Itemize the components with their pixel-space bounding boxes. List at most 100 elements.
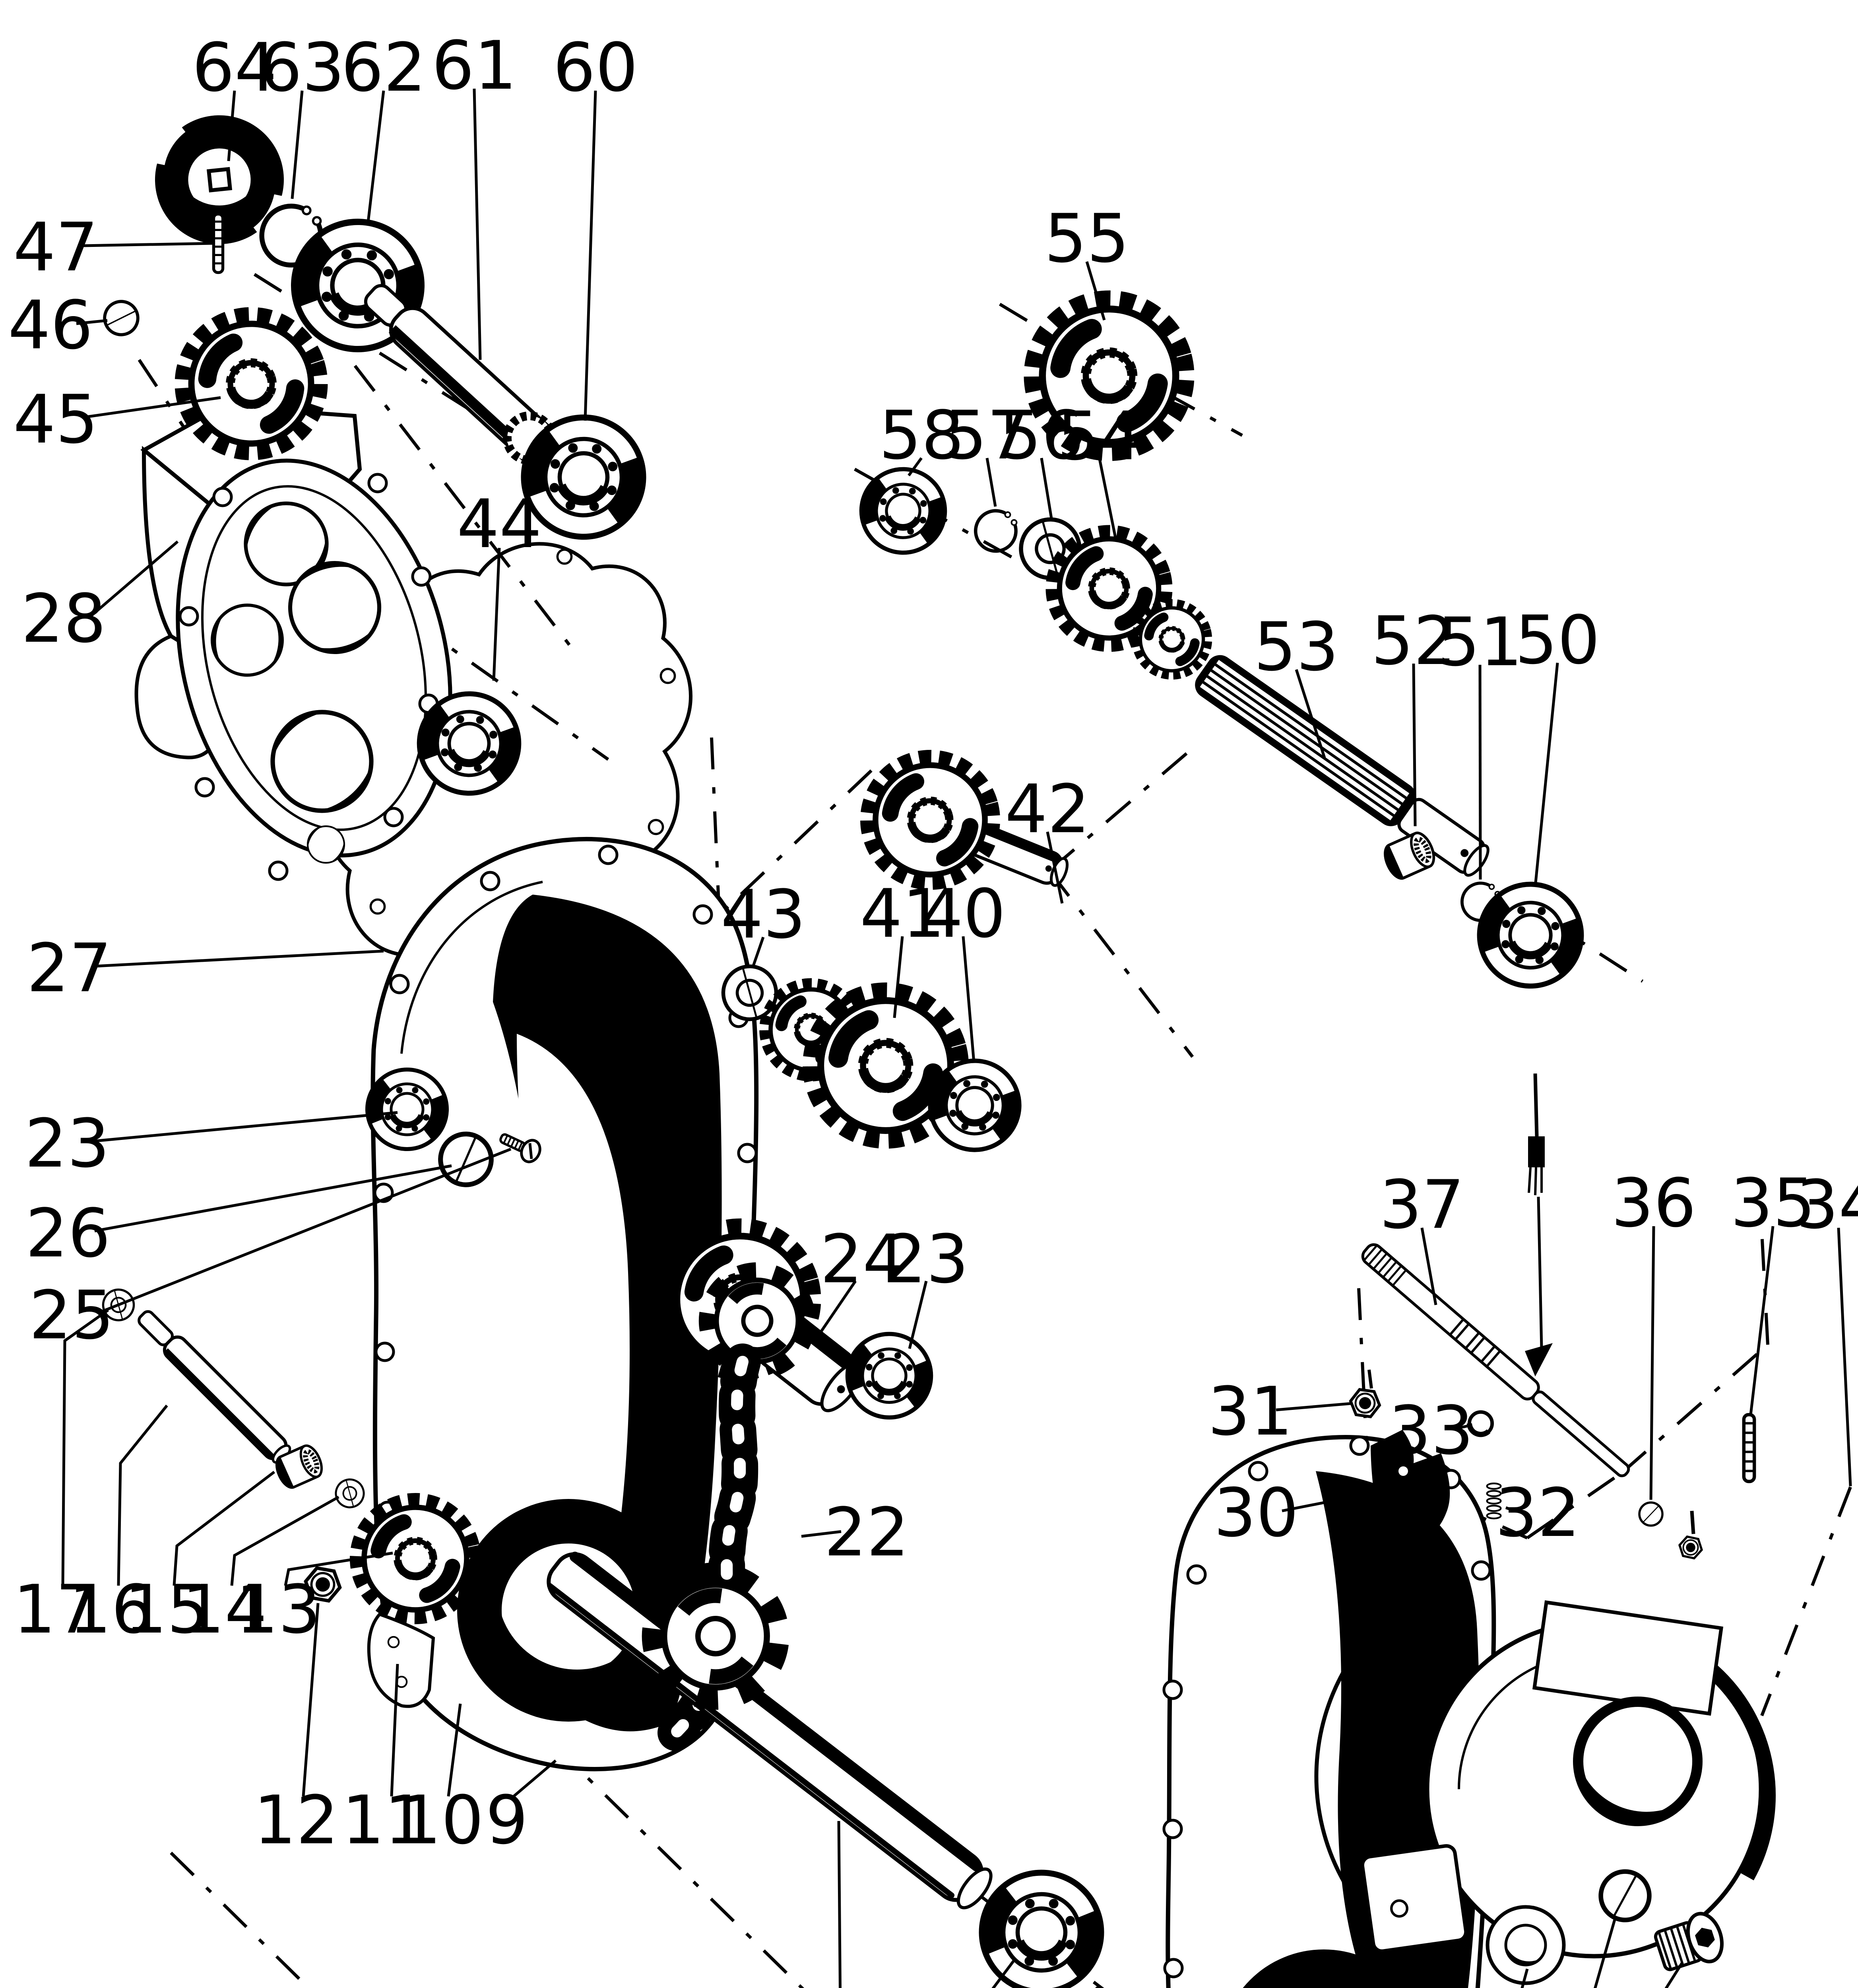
leader-line-28-8 <box>89 540 179 617</box>
leader-line-43-21 <box>751 936 765 968</box>
part-31-stud <box>1367 1369 1373 1389</box>
part-label-11-36: 11 <box>342 1781 427 1859</box>
leader-line-41-22 <box>893 936 904 1018</box>
leader-line-64-0 <box>227 90 236 161</box>
part-28-housing <box>134 299 452 885</box>
part-label-44-9: 44 <box>457 485 542 563</box>
leader-line-27-10 <box>95 949 384 968</box>
leader-line-21-55 <box>1354 1712 1367 1988</box>
part-label-33-48: 33 <box>1389 1392 1474 1470</box>
leader-line-16-31 <box>117 1404 168 1586</box>
part-label-23-24: 23 <box>25 1105 110 1182</box>
part-label-40-23: 40 <box>921 875 1006 953</box>
part-label-36-50: 36 <box>1611 1164 1696 1242</box>
part-label-14-33: 14 <box>182 1571 267 1648</box>
leader-line-55-11 <box>1085 261 1106 321</box>
leader-line-44-9 <box>492 547 501 681</box>
part-label-13-34: 13 <box>236 1571 321 1648</box>
part-label-61-3: 61 <box>432 27 517 105</box>
leader-line-52-17 <box>1412 663 1417 827</box>
leader-line-33-48 <box>1454 1424 1469 1431</box>
leader-line-6-41 <box>991 1957 1017 1988</box>
part-label-12-35: 12 <box>254 1781 339 1859</box>
leader-line-24-27 <box>817 1280 857 1337</box>
part-35-spring-pin <box>1744 1415 1754 1481</box>
leader-line-19-57 <box>1594 1919 1616 1988</box>
leader-line-13-34 <box>284 1551 393 1586</box>
leader-line-62-2 <box>366 90 385 226</box>
leader-line-35-51 <box>1749 1226 1775 1415</box>
part-label-53-16: 53 <box>1254 608 1339 686</box>
part-label-17-30: 17 <box>13 1571 98 1648</box>
part-label-26-25: 26 <box>25 1194 111 1272</box>
leader-line-12-35 <box>302 1603 320 1797</box>
leader-line-50-19 <box>1534 662 1559 887</box>
leader-line-18-58 <box>1664 1962 1683 1988</box>
leader-line-11-36 <box>390 1664 399 1797</box>
part-label-16-31: 16 <box>69 1571 154 1648</box>
leader-line-58-12 <box>908 457 923 477</box>
part-label-50-19: 50 <box>1515 601 1600 679</box>
leader-line-25-26 <box>97 1147 512 1314</box>
pointer-arrow <box>1525 1073 1553 1376</box>
leader-lines <box>61 88 1852 1988</box>
leader-line-26-25 <box>94 1164 452 1233</box>
part-label-34-52: 34 <box>1796 1166 1858 1244</box>
leader-line-47-5 <box>82 242 213 247</box>
part-label-32-49: 32 <box>1495 1474 1580 1552</box>
part-label-60-4: 60 <box>553 29 638 107</box>
part-53-splined-shaft <box>1195 655 1490 877</box>
part-42-gear-shaft <box>855 744 1069 895</box>
leader-line-61-3 <box>473 88 482 360</box>
leader-line-9-38 <box>512 1759 557 1798</box>
part-label-27-10: 27 <box>27 929 112 1007</box>
part-label-23-28: 23 <box>884 1220 969 1298</box>
part-label-41-22: 41 <box>860 875 945 953</box>
leader-line-46-6 <box>76 319 108 325</box>
part-label-35-51: 35 <box>1730 1164 1815 1242</box>
leader-line-60-4 <box>584 90 597 421</box>
part-label-9-38: 9 <box>486 1781 528 1859</box>
leader-line-54-15 <box>1098 458 1117 538</box>
part-label-28-8: 28 <box>21 580 106 658</box>
part-label-56-14: 56 <box>999 396 1084 474</box>
leader-line-63-1 <box>291 90 304 199</box>
leader-line-7-40 <box>837 1821 842 1988</box>
part-label-45-7: 45 <box>13 381 98 458</box>
part-label-62-2: 62 <box>341 29 426 107</box>
part-label-57-13: 57 <box>945 396 1030 474</box>
leader-line-45-7 <box>82 396 221 419</box>
leader-line-22-29 <box>801 1530 842 1538</box>
leader-line-56-14 <box>1040 458 1053 521</box>
selector-housing <box>1314 1510 1776 1985</box>
part-37-shift-rail <box>1361 1243 1630 1477</box>
part-label-46-6: 46 <box>8 286 93 364</box>
part-label-30-54: 30 <box>1214 1474 1299 1552</box>
part-11-bracket <box>367 1612 435 1708</box>
leader-line-10-37 <box>447 1703 462 1797</box>
part-label-64-0: 64 <box>192 29 277 107</box>
part-label-37-47: 37 <box>1379 1166 1464 1244</box>
part-label-42-20: 42 <box>1005 770 1090 848</box>
part-label-22-29: 22 <box>824 1493 909 1571</box>
leader-line-14-33 <box>230 1495 339 1586</box>
leader-line-20-56 <box>1521 1969 1529 1988</box>
leader-line-30-54 <box>1282 1490 1379 1512</box>
leader-line-23-24 <box>93 1111 398 1143</box>
part-label-10-37: 10 <box>399 1781 484 1859</box>
part-47-stud <box>213 214 223 273</box>
part-30-shift-fork <box>1371 1430 1450 1545</box>
leader-line-37-47 <box>1420 1227 1437 1305</box>
part-label-51-18: 51 <box>1437 603 1522 681</box>
part-label-63-1: 63 <box>260 29 345 107</box>
part-label-31-53: 31 <box>1208 1373 1293 1450</box>
leader-line-36-50 <box>1649 1226 1655 1500</box>
part-label-54-15: 54 <box>1057 397 1142 475</box>
fork-hole <box>1398 1466 1408 1476</box>
leader-line-17-30 <box>61 1309 109 1586</box>
leader-line-57-13 <box>985 458 997 507</box>
part-label-24-27: 24 <box>820 1220 905 1298</box>
leader-line-42-20 <box>1046 831 1064 904</box>
part-label-47-5: 47 <box>13 208 98 286</box>
